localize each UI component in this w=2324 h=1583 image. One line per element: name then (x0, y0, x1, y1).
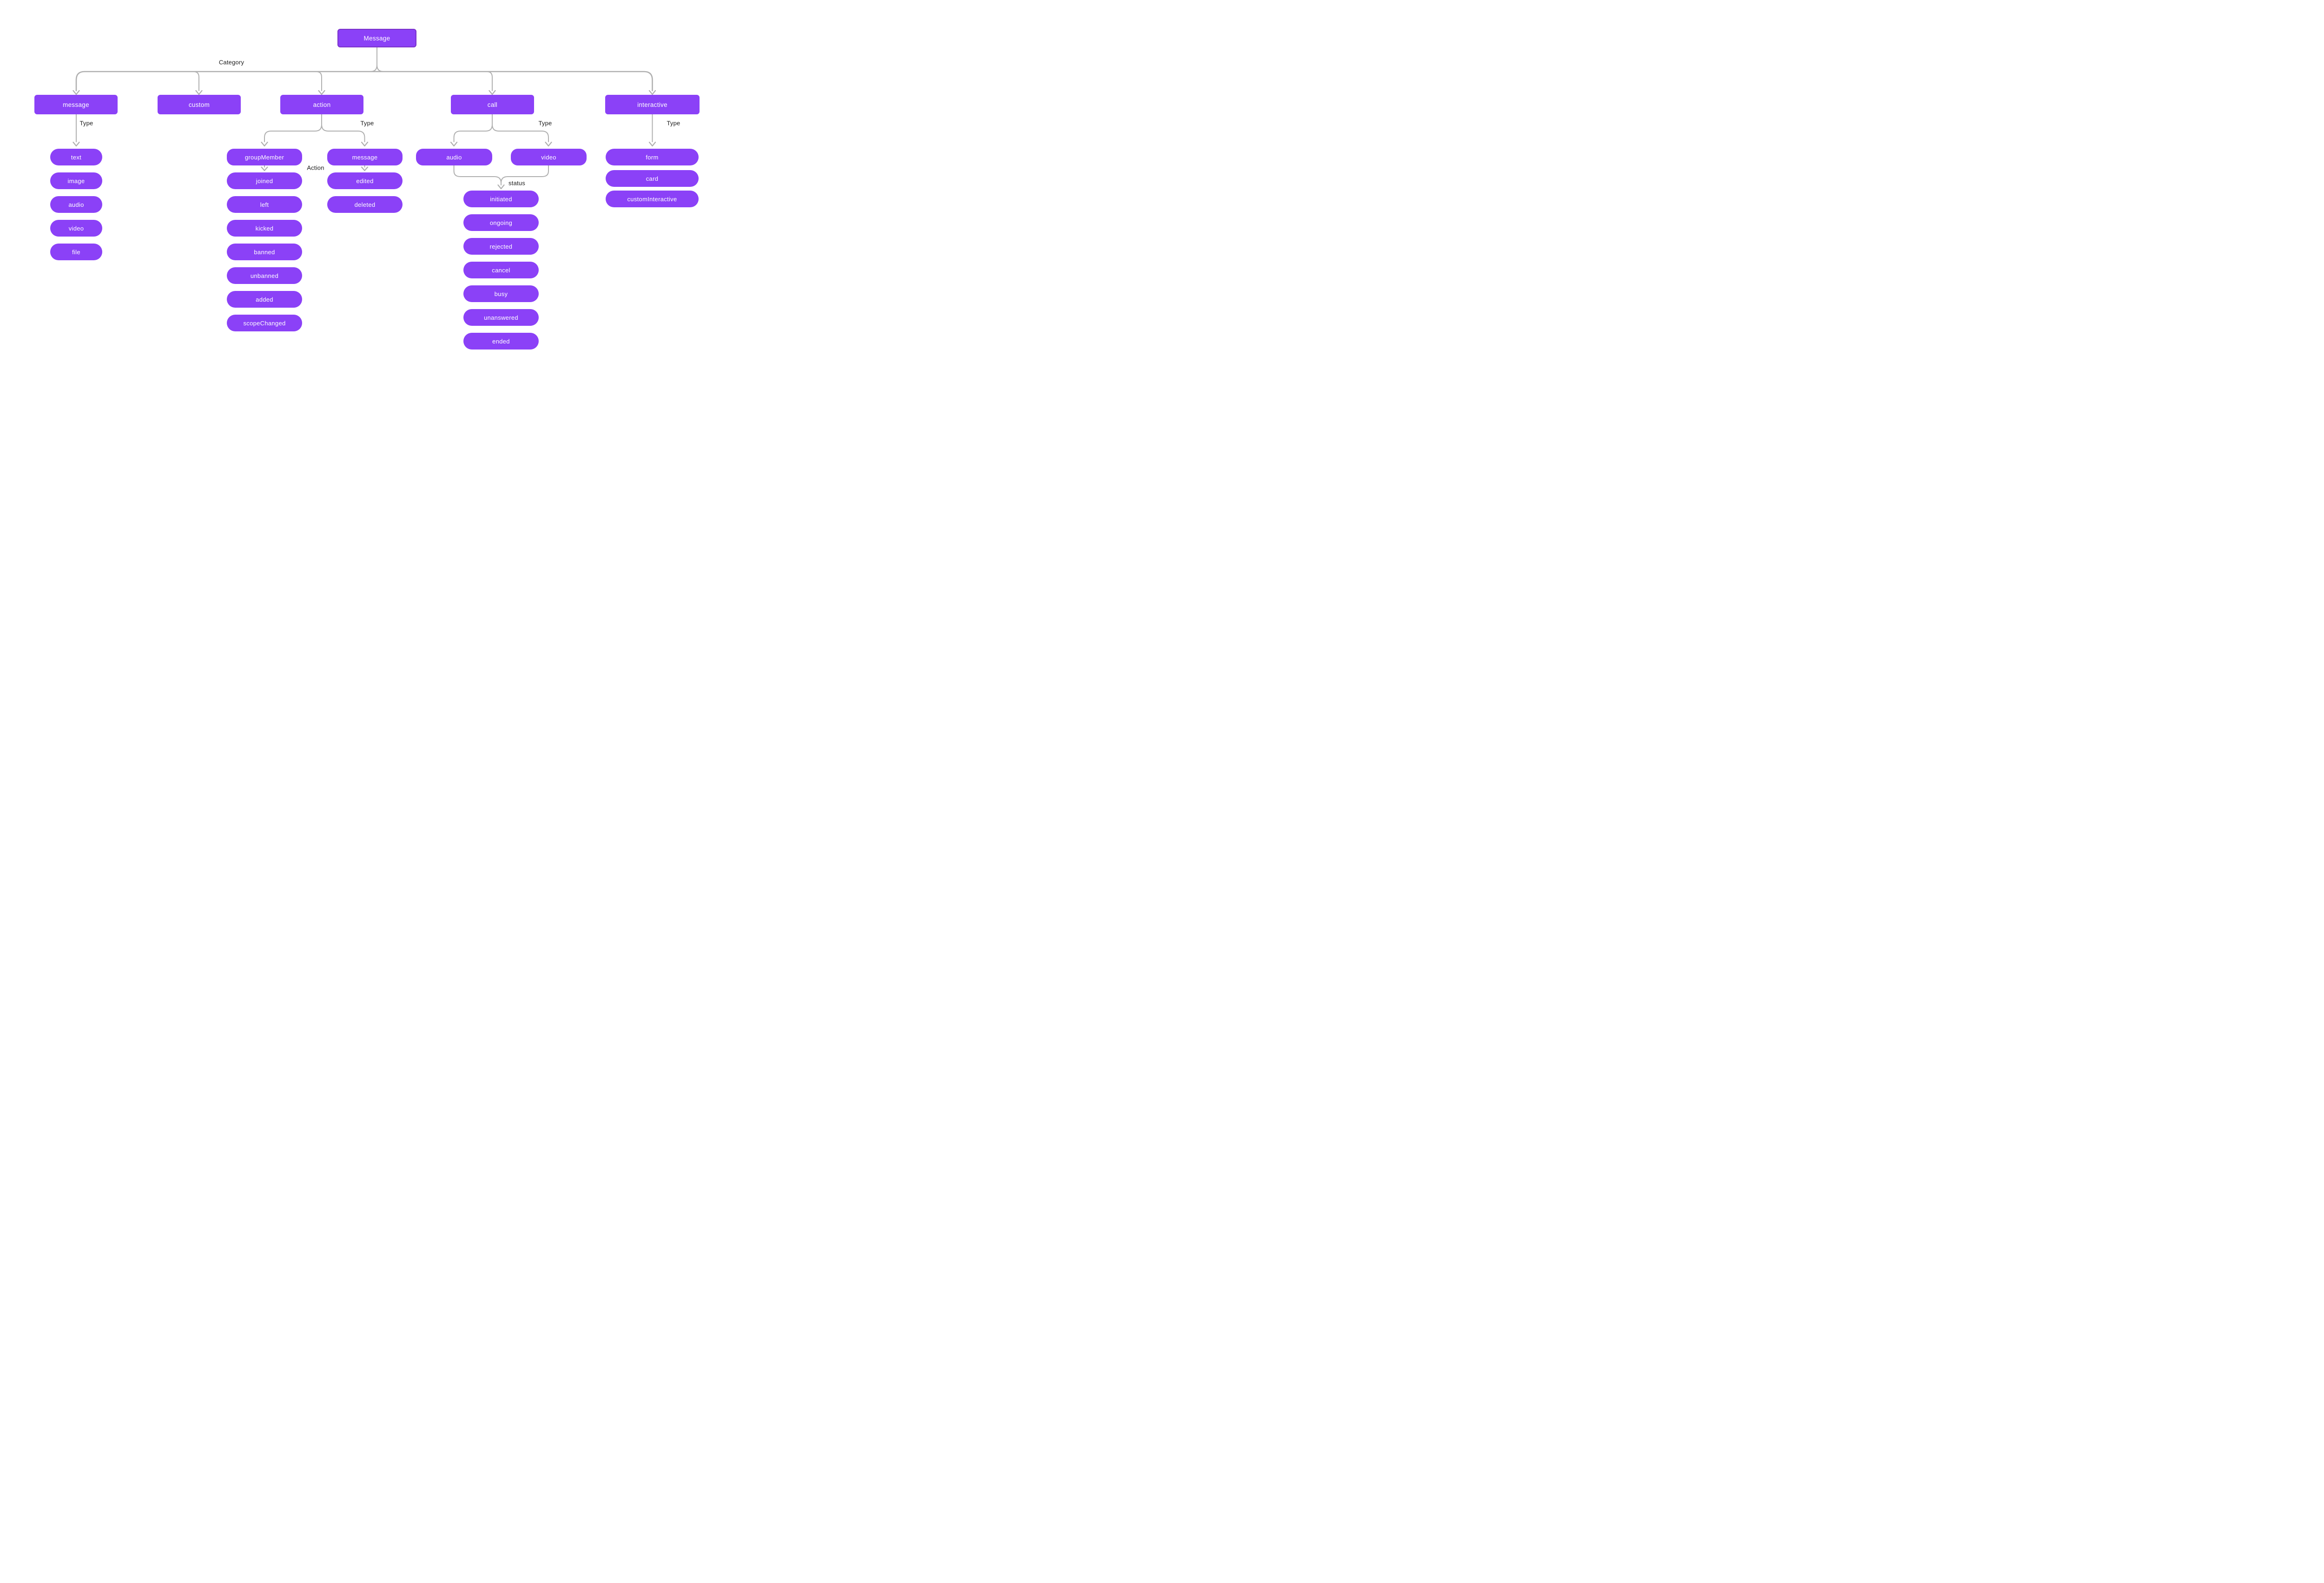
status-node-busy: busy (463, 285, 539, 302)
type-node-image: image (50, 172, 102, 189)
edge-label-message-type: Type (79, 119, 93, 127)
action-node-deleted: deleted (327, 196, 403, 213)
root-stem-line (370, 47, 384, 72)
call-branch-line (453, 114, 549, 142)
action-node-banned: banned (227, 244, 302, 260)
call-status-merge-line (453, 165, 549, 185)
call-node-audio: audio (416, 149, 492, 165)
action-branch-line (264, 114, 365, 142)
interactive-node-custom-interactive: customInteractive (606, 191, 699, 207)
category-node-action: action (280, 95, 363, 114)
status-node-ended: ended (463, 333, 539, 350)
type-node-video: video (50, 220, 102, 237)
type-node-audio: audio (50, 196, 102, 213)
edge-label-status: status (508, 179, 525, 187)
type-node-file: file (50, 244, 102, 260)
status-node-ongoing: ongoing (463, 214, 539, 231)
action-node-unbanned: unbanned (227, 267, 302, 284)
interactive-node-card: card (606, 170, 699, 187)
action-child-lines (264, 165, 365, 168)
category-node-call: call (451, 95, 534, 114)
status-node-initiated: initiated (463, 191, 539, 207)
action-node-scope-changed: scopeChanged (227, 315, 302, 331)
action-node-added: added (227, 291, 302, 308)
action-node-joined: joined (227, 172, 302, 189)
action-node-group-member: groupMember (227, 149, 302, 165)
category-trunk-line (75, 71, 653, 92)
connector-lines (73, 47, 656, 190)
action-node-edited: edited (327, 172, 403, 189)
category-node-message: message (34, 95, 118, 114)
edge-label-action-type: Type (360, 119, 374, 127)
category-node-custom: custom (158, 95, 241, 114)
status-node-unanswered: unanswered (463, 309, 539, 326)
edge-label-call-type: Type (538, 119, 552, 127)
action-node-left: left (227, 196, 302, 213)
message-hierarchy-diagram: Category Type Type Type Type Action stat… (0, 0, 729, 454)
edge-label-category: Category (218, 59, 244, 66)
type-node-text: text (50, 149, 102, 165)
edge-label-interactive-type: Type (667, 119, 680, 127)
status-node-cancel: cancel (463, 262, 539, 278)
status-node-rejected: rejected (463, 238, 539, 255)
root-node-message: Message (337, 29, 416, 47)
interactive-node-form: form (606, 149, 699, 165)
arrowheads (73, 90, 656, 190)
call-node-video: video (511, 149, 587, 165)
action-node-kicked: kicked (227, 220, 302, 237)
trunk-drop-lines (193, 71, 493, 91)
action-node-message: message (327, 149, 403, 165)
category-node-interactive: interactive (605, 95, 700, 114)
edge-label-action: Action (307, 164, 324, 171)
